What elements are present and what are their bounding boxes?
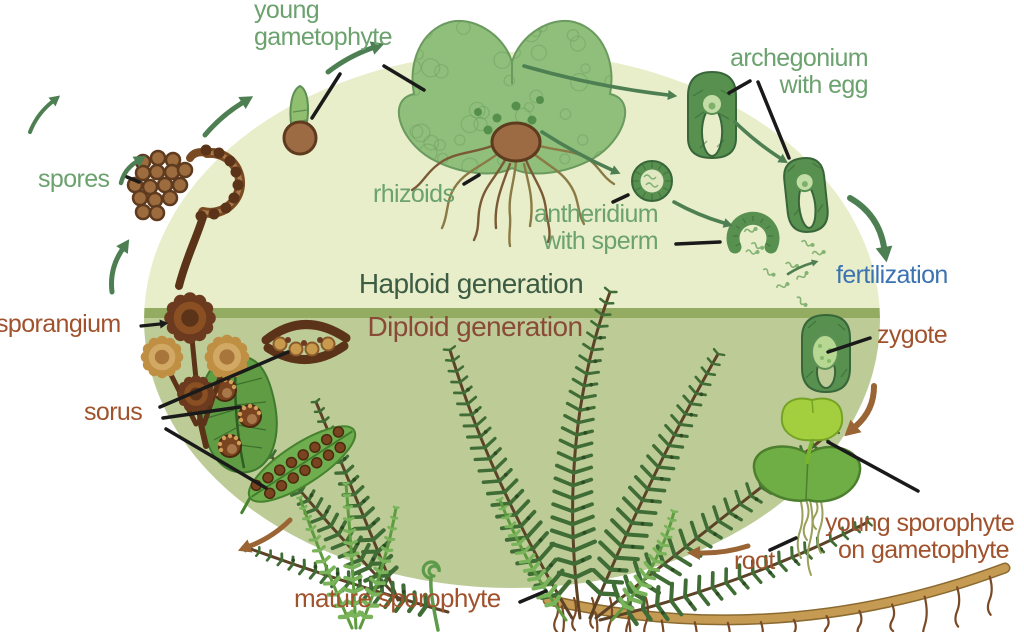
label-young-gametophyte: young gametophyte [254,0,393,51]
released-antheridium-illustration [726,211,811,309]
opened-sporangium-illustration [175,144,246,290]
mature-sporophyte-roots [542,562,1011,632]
mature-gametophyte-illustration [397,19,627,248]
label-antheridium-with-sperm: antheridium with sperm [533,200,659,255]
label-fertilization: fertilization [836,261,948,289]
label-archegonium-with-egg: archegonium with egg [730,44,869,99]
label-spores: spores [38,165,110,193]
label-sporangium: sporangium [0,310,121,338]
fertilization-archegonium-illustration [783,157,829,233]
label-root: root [734,547,775,575]
rhizoids-illustration [410,144,616,248]
sorus-cross-section-illustration [261,320,351,364]
germinating-spore-illustration [282,84,318,156]
zygote-illustration [801,313,851,394]
label-haploid-generation: Haploid generation [358,268,584,299]
sporangium-cluster-illustration [140,292,250,449]
label-zygote: zygote [877,321,948,349]
archegonium-with-egg-illustration [687,70,737,160]
label-rhizoids: rhizoids [373,180,455,208]
label-diploid-generation: Diploid generation [367,311,584,342]
fiddlehead-illustration [421,560,441,632]
cycle-arrows [28,41,893,560]
label-young-sporophyte-on-gametophyte: young sporophyte on gametophyte [825,509,1015,564]
spores-illustration [126,149,194,222]
sorus-pinna-illustration [240,425,357,515]
label-sorus: sorus [84,398,143,426]
young-sporophyte-illustration [752,397,862,576]
pointer-lines [125,64,920,604]
antheridium-illustration [631,160,673,202]
label-mature-sporophyte: mature sporophyte [294,583,501,613]
